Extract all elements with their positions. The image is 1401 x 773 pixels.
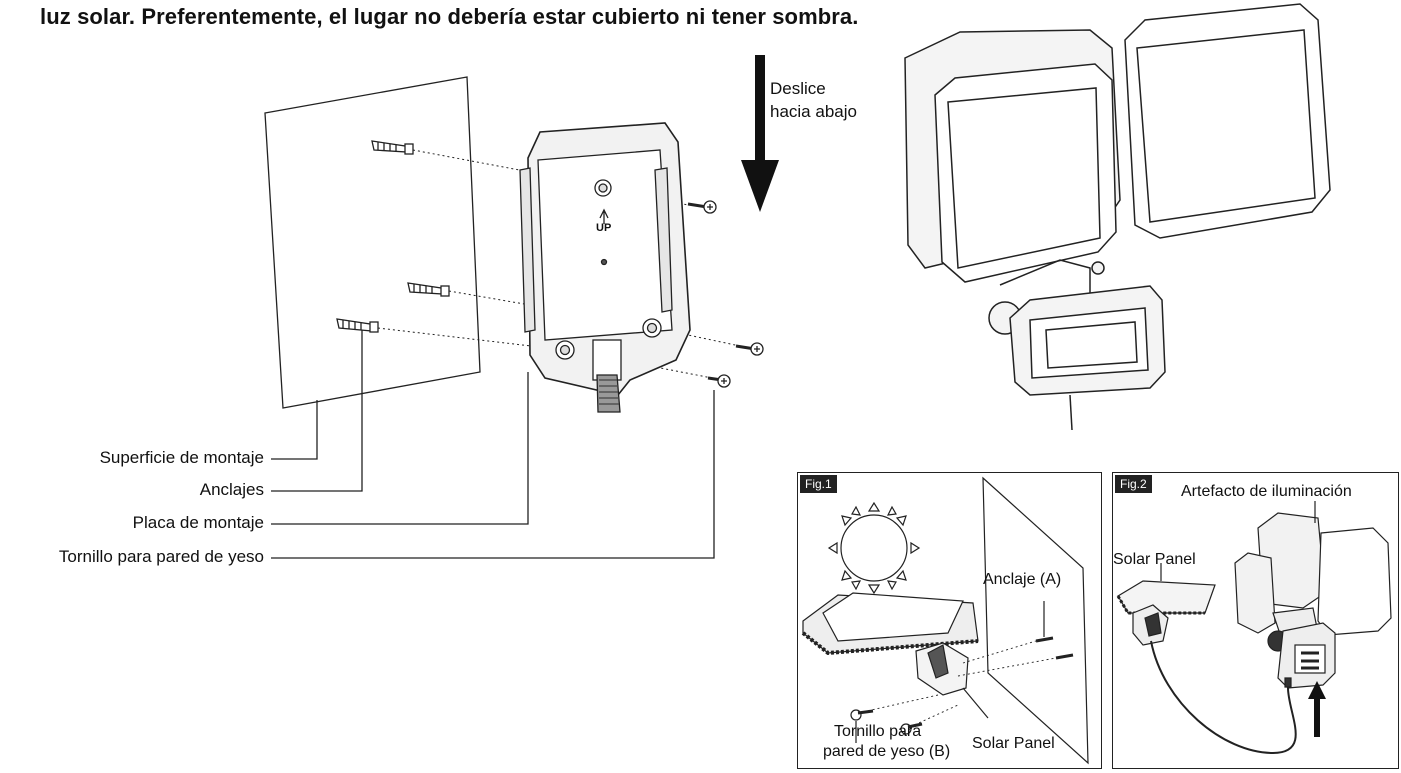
fig1-tag: Fig.1 bbox=[800, 475, 837, 493]
fig2-solar-panel bbox=[1116, 580, 1216, 646]
anchor-middle bbox=[407, 282, 450, 297]
anchor-top bbox=[371, 140, 414, 155]
anchor-bottom bbox=[336, 318, 379, 333]
fig2-fixture-label: Artefacto de iluminación bbox=[1181, 483, 1352, 500]
page-heading: luz solar. Preferentemente, el lugar no … bbox=[40, 4, 859, 29]
screw-2 bbox=[735, 342, 764, 356]
leader-screw bbox=[271, 390, 715, 559]
fig1-panel: Fig.1 bbox=[797, 472, 1102, 769]
screw-1 bbox=[687, 200, 717, 214]
callout-drywall-screw: Tornillo para pared de yeso bbox=[58, 547, 264, 566]
leader-plate bbox=[271, 372, 529, 525]
leader-anchors bbox=[271, 330, 363, 492]
fig2-up-arrow bbox=[1308, 681, 1326, 737]
mounting-surface bbox=[264, 76, 481, 409]
callout-mounting-plate: Placa de montaje bbox=[132, 513, 264, 532]
fig2-tag: Fig.2 bbox=[1115, 475, 1152, 493]
fig1-screw-label-2: pared de yeso (B) bbox=[823, 743, 951, 760]
callout-anchors: Anclajes bbox=[199, 480, 264, 499]
up-mark: UP bbox=[596, 222, 612, 234]
screw-3 bbox=[707, 374, 731, 388]
fig1-illustration bbox=[801, 476, 1089, 765]
callout-mounting-surface: Superficie de montaje bbox=[99, 448, 264, 467]
assembled-light-fixture bbox=[904, 3, 1331, 431]
fig1-anchor-label: Anclaje (A) bbox=[983, 571, 1062, 588]
fig2-light-fixture bbox=[1234, 512, 1392, 689]
mounting-plate bbox=[519, 122, 691, 413]
fig1-panel-label: Solar Panel bbox=[972, 735, 1055, 752]
slide-down-label-2: hacia abajo bbox=[770, 102, 857, 121]
sun-icon bbox=[827, 501, 921, 595]
fig2-cable bbox=[1150, 640, 1297, 755]
fig1-screw-label-1: Tornillo para bbox=[834, 723, 922, 740]
fig1-wall bbox=[982, 476, 1089, 765]
slide-down-label-1: Deslice bbox=[770, 79, 826, 98]
fig2-illustration bbox=[1116, 501, 1392, 755]
fig1-solar-panel bbox=[801, 592, 979, 696]
fig2-panel: Fig.2 bbox=[1112, 472, 1399, 769]
slide-down-arrow bbox=[741, 55, 779, 212]
leader-surface bbox=[271, 400, 318, 460]
fig2-panel-label: Solar Panel bbox=[1113, 551, 1196, 568]
